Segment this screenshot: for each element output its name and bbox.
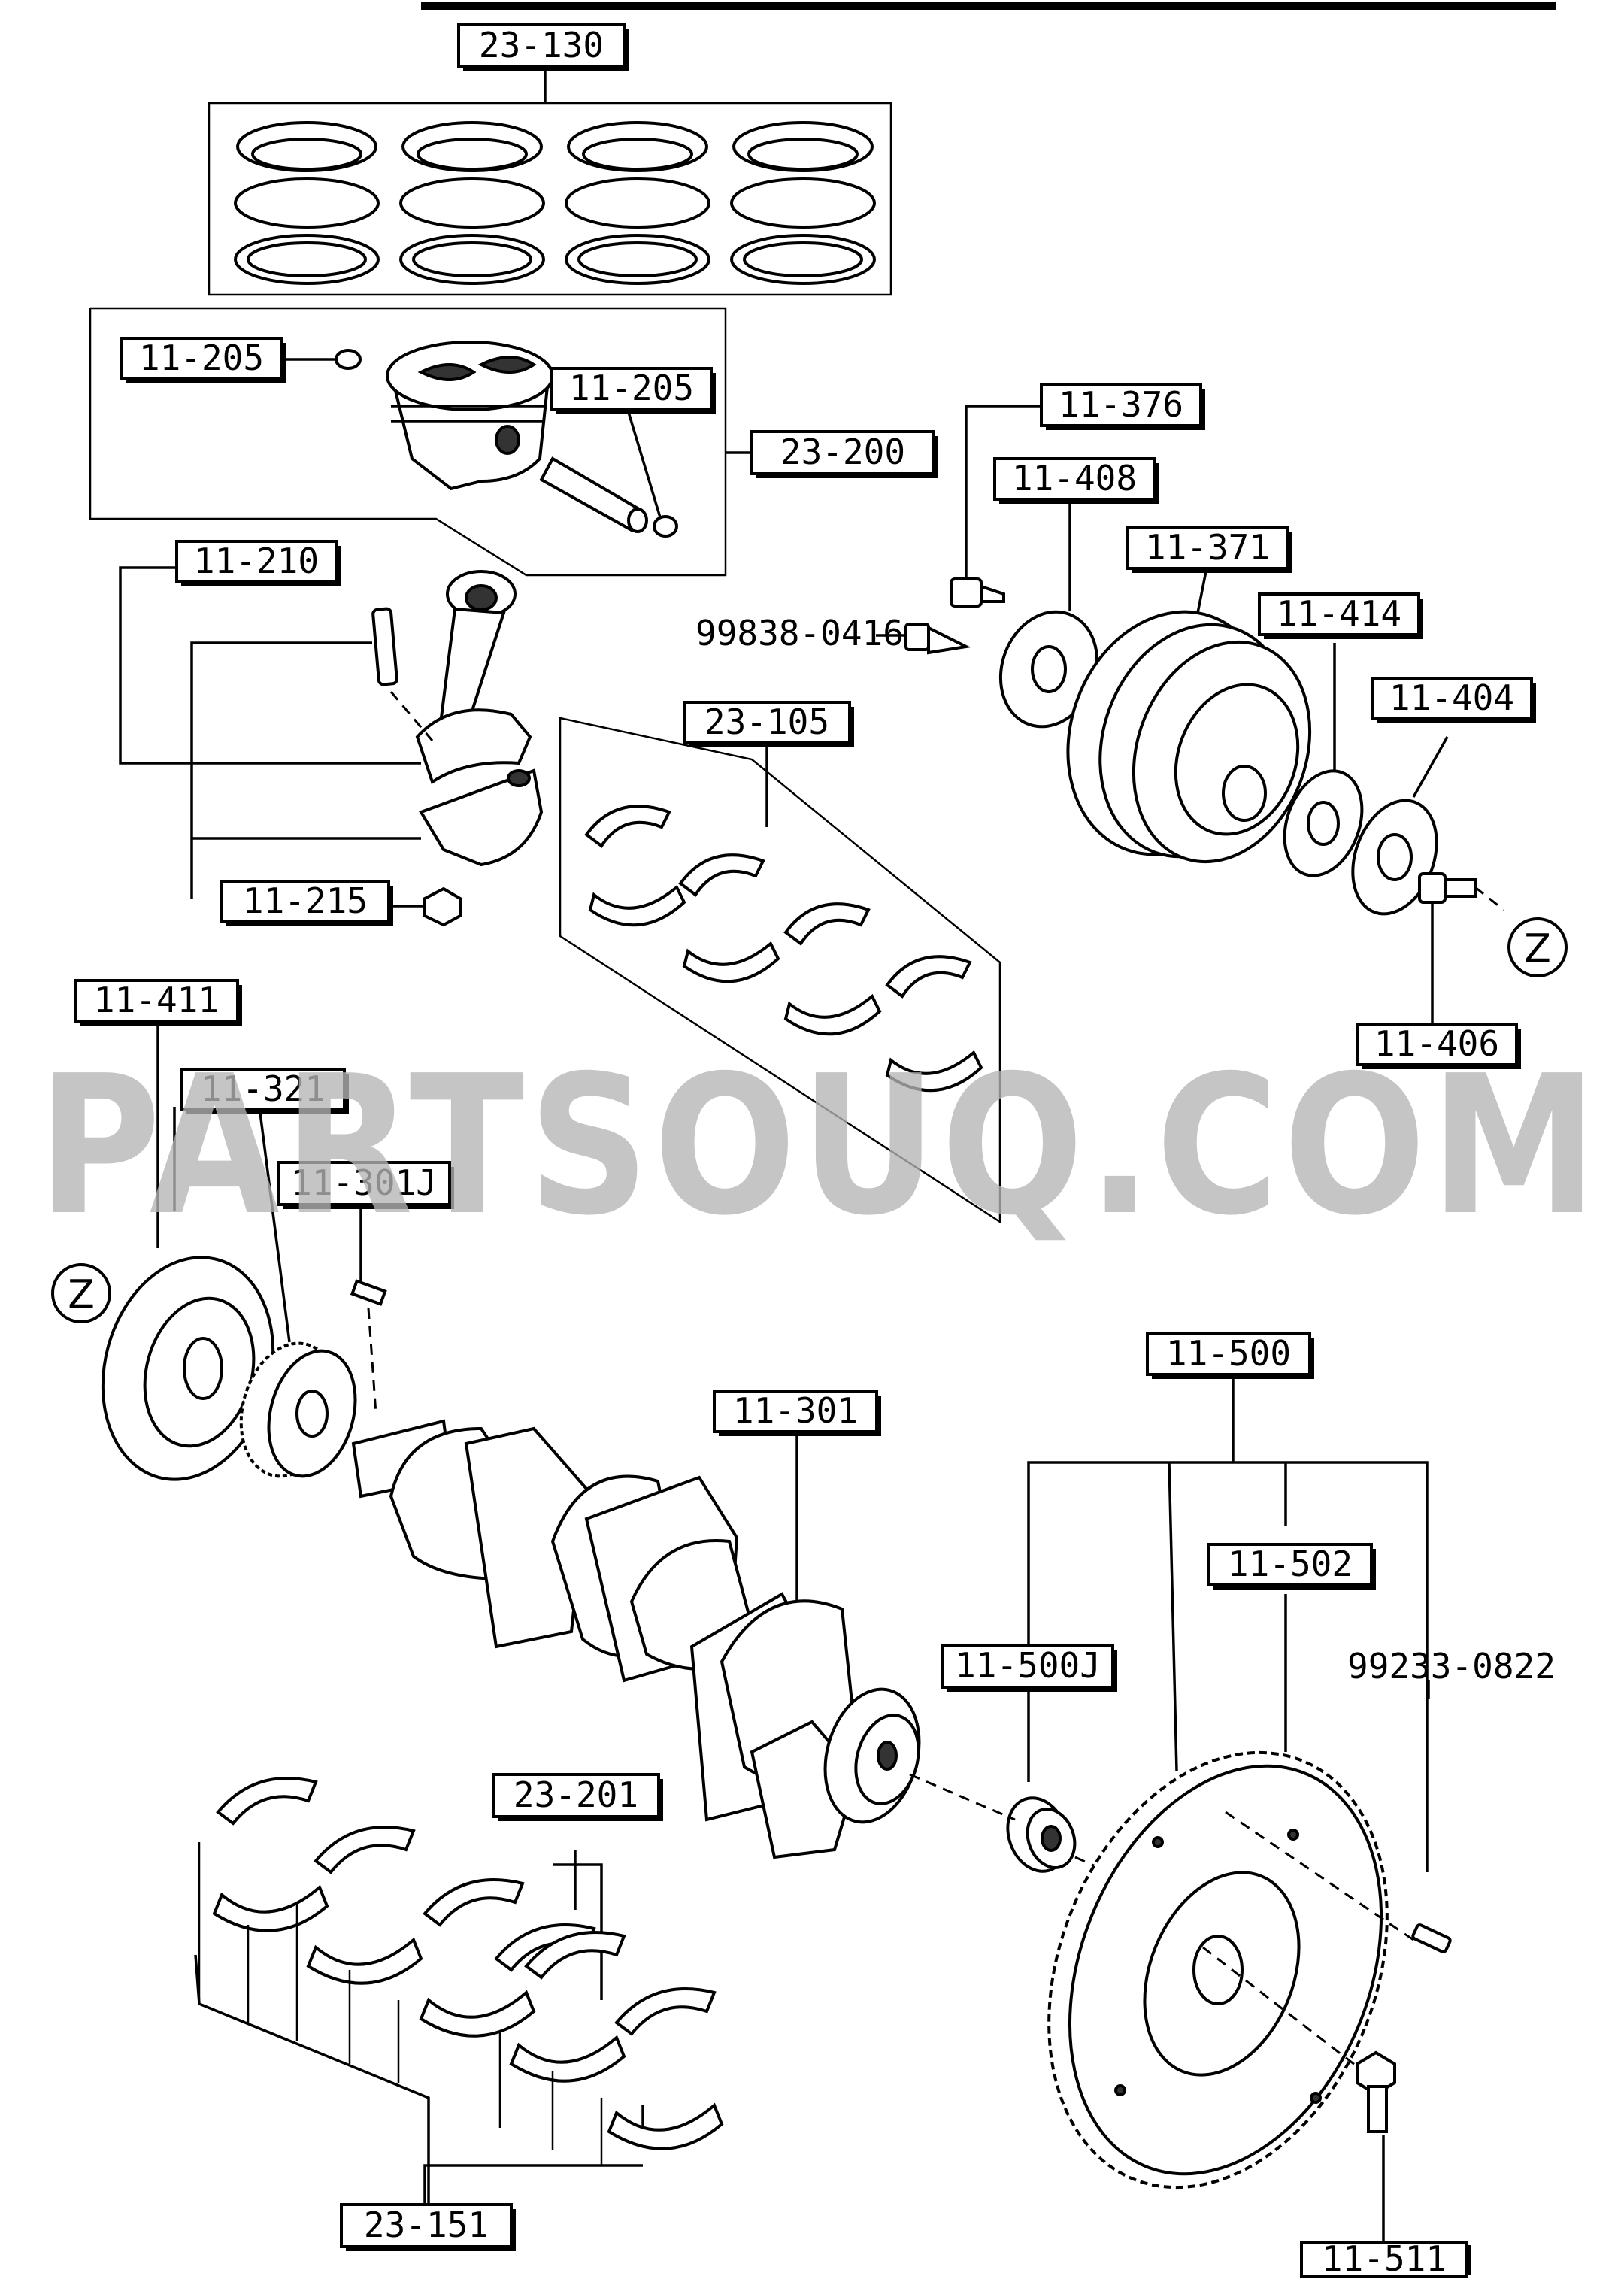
- z-marker-left: Z: [51, 1263, 111, 1323]
- label-99838-0416[interactable]: 99838-0416: [695, 613, 904, 653]
- rod-bearing-shells: [584, 805, 983, 1093]
- svg-text:Z: Z: [1524, 926, 1551, 971]
- front-crank-group: [101, 1011, 387, 1481]
- svg-text:23-105: 23-105: [704, 702, 829, 742]
- svg-text:11-404: 11-404: [1389, 677, 1514, 718]
- piston-pin-clip-right: [626, 409, 678, 538]
- svg-text:23-200: 23-200: [780, 432, 905, 472]
- svg-text:11-406: 11-406: [1374, 1023, 1499, 1064]
- svg-text:11-321: 11-321: [201, 1068, 326, 1109]
- svg-text:11-511: 11-511: [1322, 2238, 1447, 2279]
- label-11-404[interactable]: 11-404: [1371, 677, 1536, 723]
- svg-text:23-130: 23-130: [479, 25, 604, 65]
- label-11-205-left[interactable]: 11-205: [120, 337, 286, 383]
- label-11-376[interactable]: 11-376: [1040, 383, 1205, 430]
- svg-text:Z: Z: [68, 1272, 95, 1317]
- piston-ring-set-4: [730, 121, 876, 285]
- pulley-bolt: [950, 577, 1005, 608]
- bearing-leader-lines: [198, 1842, 603, 2165]
- pulley-plate: [998, 610, 1099, 729]
- label-11-500[interactable]: 11-500: [1146, 1332, 1314, 1379]
- label-23-151[interactable]: 23-151: [340, 2203, 516, 2251]
- label-11-205-right[interactable]: 11-205: [550, 367, 716, 414]
- label-11-406[interactable]: 11-406: [1356, 1023, 1521, 1069]
- svg-text:23-201: 23-201: [514, 1774, 638, 1815]
- svg-text:11-408: 11-408: [1012, 458, 1137, 499]
- z-marker-right: Z: [1507, 917, 1568, 977]
- label-23-201[interactable]: 23-201: [492, 1773, 663, 1821]
- dowel-pin: [1225, 1811, 1452, 1953]
- svg-text:11-502: 11-502: [1228, 1544, 1353, 1584]
- main-bearings-group: [194, 1777, 724, 2207]
- pulley-group: [876, 405, 1504, 1030]
- svg-text:99838-0416: 99838-0416: [695, 613, 904, 653]
- svg-text:11-371: 11-371: [1145, 527, 1270, 568]
- label-11-408[interactable]: 11-408: [993, 457, 1159, 504]
- screw-99838: [876, 623, 971, 655]
- pulley-washer: [1283, 769, 1364, 877]
- svg-text:11-205: 11-205: [569, 368, 694, 408]
- svg-text:11-301: 11-301: [733, 1390, 858, 1431]
- label-11-371[interactable]: 11-371: [1126, 526, 1292, 573]
- label-11-414[interactable]: 11-414: [1258, 592, 1423, 639]
- svg-text:11-205: 11-205: [139, 338, 264, 378]
- piston-pin-clip-left: [286, 349, 362, 370]
- rod-nut: [391, 886, 462, 927]
- flywheel: [1047, 1750, 1389, 2190]
- piston: [386, 341, 554, 491]
- pulley-spacer: [1351, 799, 1438, 916]
- svg-text:11-500J: 11-500J: [955, 1645, 1101, 1686]
- label-11-301[interactable]: 11-301: [713, 1390, 881, 1436]
- rod-cap: [419, 768, 544, 867]
- rod-bearings-group: [559, 717, 1001, 1224]
- svg-text:11-376: 11-376: [1059, 384, 1183, 425]
- flywheel-group: [909, 1376, 1452, 2244]
- main-bearing-shells: [212, 1777, 724, 2150]
- label-23-105[interactable]: 23-105: [683, 701, 854, 747]
- svg-text:11-301J: 11-301J: [291, 1162, 437, 1203]
- label-11-411[interactable]: 11-411: [74, 979, 242, 1026]
- pulley-lock-bolt: [1418, 872, 1504, 911]
- piston-ring-set-3: [565, 121, 710, 285]
- connecting-rod: [415, 570, 532, 785]
- svg-text:11-210: 11-210: [194, 541, 319, 581]
- crank-key: [350, 1279, 387, 1414]
- crankshaft: [351, 1419, 921, 1859]
- label-11-511[interactable]: 11-511: [1300, 2238, 1471, 2279]
- svg-text:11-414: 11-414: [1277, 593, 1401, 634]
- label-11-321[interactable]: 11-321: [180, 1068, 349, 1114]
- piston-ring-set-1: [234, 121, 380, 285]
- label-99233-0822[interactable]: 99233-0822: [1347, 1646, 1556, 1686]
- svg-text:23-151: 23-151: [364, 2205, 489, 2245]
- svg-text:11-500: 11-500: [1166, 1333, 1291, 1374]
- label-23-130[interactable]: 23-130: [457, 23, 629, 71]
- rod-bolt: [371, 607, 434, 741]
- label-11-301J[interactable]: 11-301J: [277, 1161, 454, 1209]
- piston-rings-group: [208, 66, 892, 296]
- label-23-200[interactable]: 23-200: [750, 430, 938, 478]
- label-11-210[interactable]: 11-210: [175, 540, 341, 586]
- label-11-215[interactable]: 11-215: [220, 880, 393, 926]
- svg-text:99233-0822: 99233-0822: [1347, 1646, 1556, 1686]
- timing-gear: [239, 1341, 357, 1478]
- watermark: PARTSOUQ.COM: [38, 1035, 1601, 1258]
- crank-pulley: [1066, 610, 1312, 864]
- crank-damper: [101, 1256, 275, 1481]
- svg-text:11-411: 11-411: [94, 980, 219, 1020]
- svg-text:11-215: 11-215: [243, 880, 368, 921]
- connecting-rod-assembly: [119, 566, 544, 927]
- flywheel-bolt: [1202, 1946, 1396, 2244]
- piston-ring-set-2: [399, 121, 545, 285]
- piston-group: [89, 307, 752, 577]
- piston-pin: [539, 456, 648, 533]
- label-11-502[interactable]: 11-502: [1207, 1543, 1376, 1590]
- label-11-500J[interactable]: 11-500J: [941, 1644, 1117, 1692]
